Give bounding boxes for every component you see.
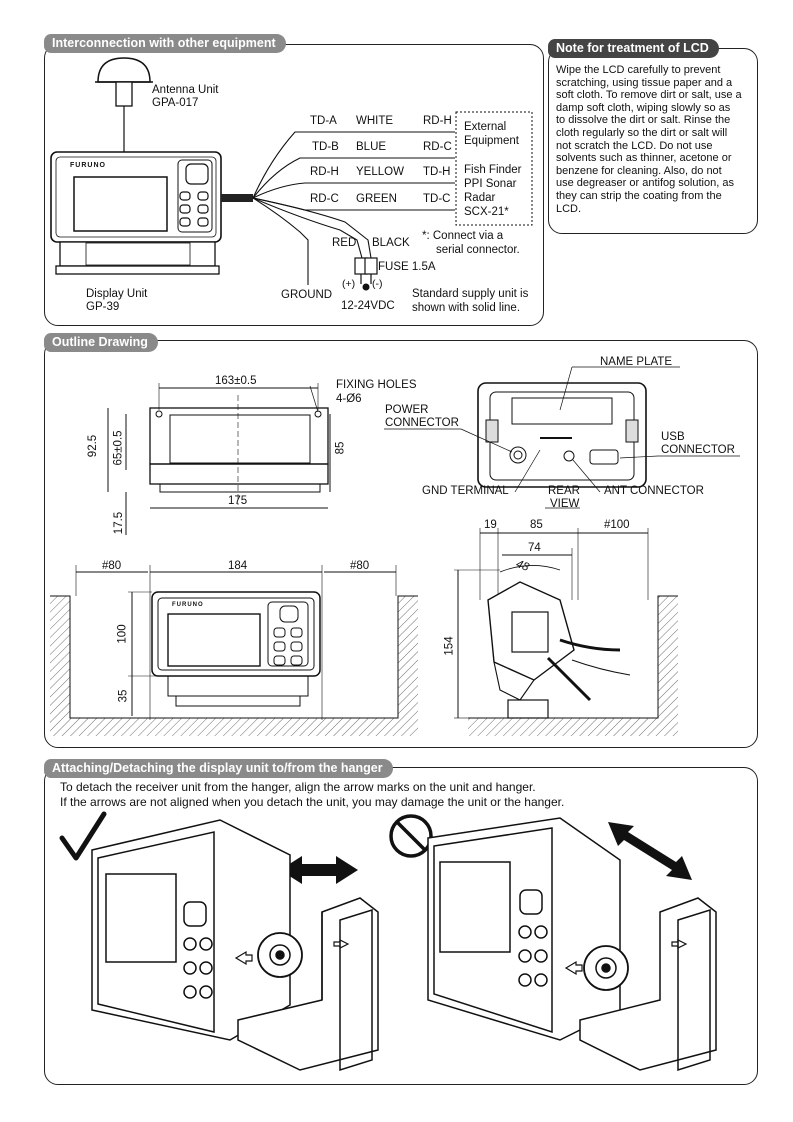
front-brand: FURUNO (172, 602, 204, 608)
scx21-label: SCX-21* (464, 206, 509, 218)
dim-19: 19 (484, 519, 497, 531)
fish-finder-label: Fish Finder (464, 164, 522, 176)
antenna-unit-icon (95, 57, 153, 152)
wire-3-color: YELLOW (356, 166, 404, 178)
plus-terminal-label: (+) (342, 278, 356, 290)
footnote-line2: serial connector. (436, 244, 520, 256)
wire-4-left: RD-C (310, 193, 339, 205)
wire-1-left: TD-A (310, 115, 337, 127)
dim-100-side: #100 (604, 519, 630, 531)
dim-184: 184 (228, 560, 248, 572)
display-model: GP-39 (86, 301, 120, 313)
wire-2-left: TD-B (312, 141, 339, 153)
gnd-terminal-label: GND TERMINAL (422, 485, 509, 497)
power-connector-label-2: CONNECTOR (385, 417, 459, 429)
dim-74: 74 (528, 542, 541, 554)
minus-terminal-label: (-) (372, 278, 383, 290)
power-connector-label-1: POWER (385, 404, 429, 416)
dim-175: 175 (228, 495, 248, 507)
display-label: Display Unit (86, 288, 148, 300)
attach-heading: Attaching/Detaching the display unit to/… (44, 759, 393, 778)
ground-label: GROUND (281, 289, 333, 301)
display-unit-left (91, 819, 303, 1041)
double-arrow-right-icon (608, 822, 692, 880)
attach-instruction-1: To detach the receiver unit from the han… (60, 780, 536, 794)
wire-2-color: BLUE (356, 141, 387, 153)
dim-85-side: 85 (530, 519, 543, 531)
ant-connector-label: ANT CONNECTOR (604, 485, 704, 497)
interconnection-heading: Interconnection with other equipment (44, 34, 286, 53)
attach-instruction-2: If the arrows are not aligned when you d… (60, 795, 565, 809)
wire-4-color: GREEN (356, 193, 397, 205)
ppi-sonar-label: PPI Sonar (464, 178, 517, 190)
external-equipment-line1: External (464, 121, 507, 133)
wire-4-right: TD-C (423, 193, 451, 205)
antenna-label: Antenna Unit (152, 84, 219, 96)
arrow-mark-right-icon (564, 939, 688, 976)
radar-label: Radar (464, 192, 496, 204)
arrow-mark-left-icon (234, 939, 350, 966)
footnote-line1: *: Connect via a (422, 230, 504, 242)
wire-1-right: RD-H (423, 115, 452, 127)
lcd-note-panel (548, 48, 758, 234)
check-mark-icon (59, 811, 107, 861)
dim-163: 163±0.5 (215, 375, 257, 387)
red-wire-label: RED (332, 237, 357, 249)
double-arrow-left-icon (280, 856, 358, 884)
hanger-right (579, 897, 717, 1072)
usb-connector-label-2: CONNECTOR (661, 444, 735, 456)
black-wire-label: BLACK (372, 237, 410, 249)
external-equipment-line2: Equipment (464, 135, 519, 147)
display-unit-icon (50, 151, 253, 275)
voltage-label: 12-24VDC (341, 300, 395, 312)
outline-heading: Outline Drawing (44, 333, 158, 352)
rear-view-label-1: REAR (548, 485, 580, 497)
wire-3-left: RD-H (310, 166, 339, 178)
rear-view-label-2: VIEW (550, 498, 580, 510)
supply-note-line2: shown with solid line. (412, 302, 521, 314)
display-brand: FURUNO (70, 162, 106, 169)
lcd-note-text: Wipe the LCD carefully to prevent scratc… (556, 64, 742, 215)
display-unit-right (427, 817, 629, 1041)
supply-note-line1: Standard supply unit is (412, 288, 529, 300)
wire-bundle (252, 131, 455, 285)
lcd-note-heading: Note for treatment of LCD (548, 39, 719, 58)
antenna-model: GPA-017 (152, 97, 199, 109)
fixing-holes-spec: 4-Ø6 (336, 393, 362, 405)
wire-2-right: RD-C (423, 141, 452, 153)
name-plate-label: NAME PLATE (600, 356, 672, 368)
wire-1-color: WHITE (356, 115, 394, 127)
fixing-holes-label: FIXING HOLES (336, 379, 417, 391)
dim-80-right: #80 (350, 560, 370, 572)
prohibited-icon (389, 814, 433, 858)
wire-3-right: TD-H (423, 166, 451, 178)
fuse-label: FUSE 1.5A (378, 261, 436, 273)
usb-connector-label-1: USB (661, 431, 685, 443)
dim-80-left: #80 (102, 560, 122, 572)
